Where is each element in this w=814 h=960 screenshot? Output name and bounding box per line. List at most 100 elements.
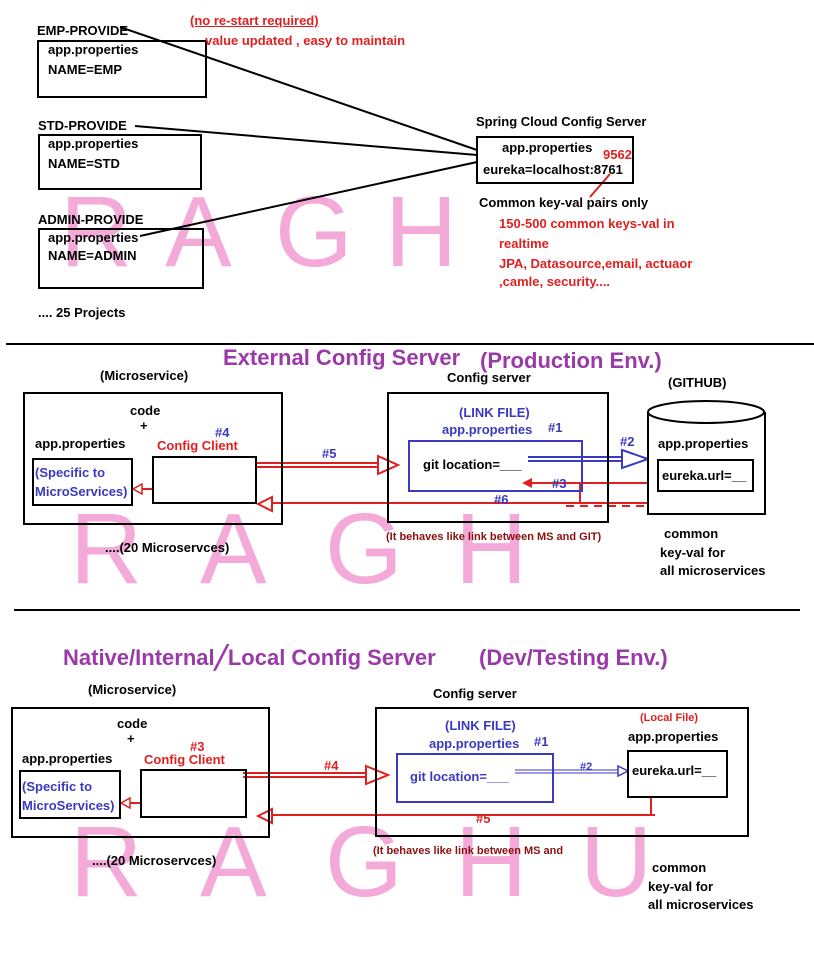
emp-line1: app.properties: [48, 42, 139, 57]
native-common-1: common: [652, 860, 707, 875]
ms-label: (Microservice): [100, 368, 189, 383]
native-config-client-label: Config Client: [144, 752, 225, 767]
common-2: key-val for: [660, 545, 726, 560]
native-specific-box: [19, 770, 121, 819]
specific-line2: MicroServices): [35, 484, 128, 499]
red-note-1: 150-500 common keys-val in: [499, 216, 675, 231]
spring-cloud-server-box: [476, 136, 634, 184]
native-git-location: git location=___: [410, 769, 509, 784]
native-step5-label: #5: [476, 811, 491, 826]
native-cs-app-props: app.properties: [429, 736, 520, 751]
emp-title: EMP-PROVIDE: [37, 23, 129, 38]
native-step1-label: #1: [534, 734, 549, 749]
admin-box: [38, 228, 204, 289]
behaves-note: (It behaves like link between MS and GIT…: [386, 531, 602, 543]
watermark-letter: A: [165, 176, 234, 288]
native-code-label: code: [117, 716, 148, 731]
code-label: code: [130, 403, 161, 418]
arrow-6-head: [255, 495, 273, 513]
native-specific-line1: (Specific to: [22, 779, 93, 794]
pointer-9562: [589, 173, 611, 198]
common-3: all microservices: [660, 563, 766, 578]
ms-count: ....(20 Microservces): [105, 540, 230, 555]
external-env: (Production Env.): [480, 348, 662, 373]
github-label: (GITHUB): [668, 375, 727, 390]
value-updated-note: value updated , easy to maintain: [205, 33, 406, 48]
admin-line1: app.properties: [48, 230, 139, 245]
github-eureka: eureka.url=__: [662, 468, 747, 483]
std-title: STD-PROVIDE: [38, 118, 127, 133]
native-step2-label: #2: [580, 761, 593, 773]
server-line1: app.properties: [502, 140, 593, 155]
native-ms-count: ....(20 Microservces): [92, 853, 217, 868]
microservice-box: [23, 392, 283, 525]
external-title: External Config Server: [223, 345, 461, 370]
step1-label: #1: [548, 420, 563, 435]
native-ms-app-props: app.properties: [22, 751, 113, 766]
watermark-letter: R: [70, 493, 145, 605]
port-note: 9562: [603, 147, 632, 162]
git-location: git location=___: [423, 457, 522, 472]
step4-label: #4: [215, 425, 230, 440]
config-client-box[interactable]: [152, 456, 257, 504]
watermark-letter: R: [60, 176, 135, 288]
server-line2: eureka=localhost:8761: [483, 162, 623, 177]
link-file-label: (LINK FILE): [459, 405, 530, 420]
native-cs-label: Config server: [433, 686, 517, 701]
divider-2: [14, 609, 800, 611]
local-app-props: app.properties: [628, 729, 719, 744]
emp-box: [37, 40, 207, 98]
config-client-label: Config Client: [157, 438, 238, 453]
line-std-to-server: [134, 125, 478, 156]
step3-label: #3: [552, 476, 567, 491]
emp-line2: NAME=EMP: [48, 62, 123, 77]
local-eureka-box: [627, 750, 728, 798]
native-ms-label: (Microservice): [88, 682, 177, 697]
watermark-letter: G: [275, 176, 355, 288]
no-restart-note: (no re-start required): [190, 13, 319, 28]
config-server-box: [387, 392, 609, 523]
native-arrow-4-head: [365, 764, 391, 786]
native-common-3: all microservices: [648, 897, 754, 912]
arrow-2-head: [621, 448, 652, 470]
specific-box: [32, 458, 133, 506]
native-plus-label: +: [127, 731, 135, 746]
watermark-letter: H: [455, 806, 530, 918]
step5-label: #5: [322, 446, 337, 461]
native-env: (Dev/Testing Env.): [479, 645, 668, 670]
watermark-letter: R: [70, 806, 145, 918]
line-emp-to-server: [119, 26, 478, 151]
watermark-letter: U: [580, 806, 655, 918]
native-step3-label: #3: [190, 739, 205, 754]
std-box: [38, 134, 202, 190]
native-git-location-box: [396, 753, 554, 803]
github-app-props: app.properties: [658, 436, 749, 451]
native-link-file-label: (LINK FILE): [445, 718, 516, 733]
red-note-2: realtime: [499, 236, 549, 251]
plus-label: +: [140, 418, 148, 433]
watermark-letter: G: [325, 806, 405, 918]
watermark-letter: G: [325, 493, 405, 605]
common-1: common: [664, 526, 719, 541]
native-config-server-box: [375, 707, 749, 837]
watermark-letter: H: [385, 176, 460, 288]
native-title: Native/Internal╱Local Config Server: [63, 645, 436, 670]
std-line1: app.properties: [48, 136, 139, 151]
native-config-client-box[interactable]: [140, 769, 247, 818]
watermark-letter: H: [455, 493, 530, 605]
step2-label: #2: [620, 434, 635, 449]
local-eureka: eureka.url=__: [632, 763, 717, 778]
watermark-letter: A: [200, 493, 269, 605]
step6-label: #6: [494, 492, 509, 507]
red-note-3: JPA, Datasource,email, actuaor: [499, 256, 693, 271]
admin-line2: NAME=ADMIN: [48, 248, 137, 263]
spring-cloud-server-title: Spring Cloud Config Server: [476, 114, 647, 129]
cs-app-props: app.properties: [442, 422, 533, 437]
projects-count: .... 25 Projects: [38, 305, 126, 320]
native-microservice-box: [11, 707, 270, 838]
divider-1: [6, 343, 814, 345]
native-specific-line2: MicroServices): [22, 798, 115, 813]
specific-line1: (Specific to: [35, 465, 106, 480]
admin-title: ADMIN-PROVIDE: [38, 212, 144, 227]
